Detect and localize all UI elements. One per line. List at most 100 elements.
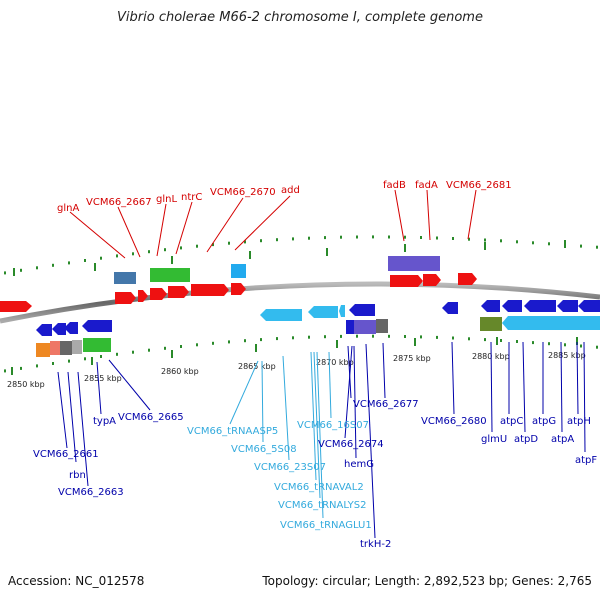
- gene-label[interactable]: VCM66_2680: [421, 416, 487, 427]
- rna-label[interactable]: VCM66_23S07: [254, 462, 326, 473]
- feature-block[interactable]: [231, 264, 246, 278]
- scale-dot: [516, 240, 518, 244]
- gene-label[interactable]: VCM66_2665: [118, 412, 184, 423]
- feature-block[interactable]: [60, 341, 72, 355]
- gene-label[interactable]: VCM66_2663: [58, 487, 124, 498]
- scale-dot: [436, 335, 438, 339]
- chromosome-backbone: [0, 281, 600, 324]
- gene-label[interactable]: VCM66_2681: [446, 180, 512, 191]
- rna-label[interactable]: VCM66_5S08: [231, 444, 297, 455]
- map-title: Vibrio cholerae M66-2 chromosome I, comp…: [117, 10, 483, 25]
- feature-block[interactable]: [36, 343, 50, 357]
- rna-label[interactable]: VCM66_tRNALYS2: [278, 500, 366, 511]
- gene-arrow[interactable]: [82, 320, 112, 332]
- scale-dot: [484, 238, 486, 242]
- gene-label[interactable]: VCM66_2670: [210, 187, 276, 198]
- gene-label[interactable]: fadB: [383, 180, 406, 191]
- scale-dot: [116, 254, 118, 258]
- gene-label[interactable]: glnL: [156, 194, 177, 205]
- gene-arrow[interactable]: [557, 300, 578, 312]
- gene-label[interactable]: VCM66_2674: [318, 439, 384, 450]
- feature-block[interactable]: [50, 341, 60, 355]
- feature-block[interactable]: [150, 268, 190, 282]
- gene-arrow[interactable]: [115, 292, 136, 304]
- gene-label[interactable]: ntrC: [181, 192, 202, 203]
- gene-arrow[interactable]: [502, 300, 522, 312]
- gene-arrow[interactable]: [52, 323, 66, 335]
- scale-dot: [340, 235, 342, 239]
- gene-label[interactable]: trkH-2: [360, 539, 391, 550]
- scale-label: 2855 kbp: [84, 374, 122, 383]
- gene-label[interactable]: atpF: [575, 455, 597, 466]
- gene-label[interactable]: hemG: [344, 459, 374, 470]
- feature-block[interactable]: [354, 320, 376, 334]
- rna-label[interactable]: VCM66_tRNAASP5: [187, 426, 278, 437]
- scale-label: 2885 kbp: [548, 351, 586, 360]
- gene-label[interactable]: rbn: [69, 470, 86, 481]
- scale-dot: [580, 244, 582, 248]
- scale-dot: [324, 335, 326, 339]
- scale-dot: [532, 341, 534, 345]
- gene-arrow[interactable]: [36, 324, 52, 336]
- gene-label[interactable]: VCM66_16S07: [297, 420, 369, 431]
- scale-dot: [372, 334, 374, 338]
- gene-arrow[interactable]: [64, 322, 78, 334]
- scale-dot: [244, 339, 246, 343]
- gene-arrow[interactable]: [168, 286, 189, 298]
- gene-arrow[interactable]: [138, 290, 148, 302]
- gene-arrow[interactable]: [578, 300, 600, 312]
- gene-arrow[interactable]: [231, 283, 246, 295]
- scale-dot: [196, 244, 198, 248]
- scale-dot: [388, 235, 390, 239]
- gene-arrow[interactable]: [349, 304, 375, 316]
- gene-label[interactable]: atpD: [514, 434, 538, 445]
- feature-block[interactable]: [480, 317, 502, 331]
- gene-label[interactable]: glnA: [57, 203, 79, 214]
- gene-label[interactable]: atpA: [551, 434, 574, 445]
- rna-label[interactable]: VCM66_tRNAVAL2: [274, 482, 364, 493]
- scale-dot: [52, 263, 54, 267]
- scale-dot: [36, 364, 38, 368]
- scale-ticks: [11, 240, 578, 375]
- gene-label[interactable]: atpH: [567, 416, 591, 427]
- gene-label[interactable]: atpC: [500, 416, 523, 427]
- gene-arrow[interactable]: [308, 306, 338, 318]
- gene-arrow[interactable]: [442, 302, 458, 314]
- scale-dot: [212, 341, 214, 345]
- gene-arrow[interactable]: [260, 309, 302, 321]
- scale-dot: [180, 246, 182, 250]
- rna-label[interactable]: VCM66_tRNAGLU1: [280, 520, 372, 531]
- gene-arrow[interactable]: [0, 301, 32, 312]
- gene-arrow[interactable]: [390, 275, 423, 287]
- bottom-label-connectors: [57, 341, 586, 539]
- feature-block[interactable]: [388, 256, 440, 271]
- scale-dot: [196, 343, 198, 347]
- scale-dot: [132, 252, 134, 256]
- gene-arrow[interactable]: [524, 300, 556, 312]
- feature-block[interactable]: [83, 338, 111, 352]
- feature-block[interactable]: [346, 320, 354, 334]
- gene-arrow[interactable]: [458, 273, 477, 285]
- gene-label[interactable]: VCM66_2661: [33, 449, 99, 460]
- feature-block[interactable]: [114, 272, 136, 284]
- gene-label[interactable]: fadA: [415, 180, 438, 191]
- gene-arrow[interactable]: [423, 274, 441, 286]
- scale-dot: [164, 248, 166, 252]
- gene-label[interactable]: atpG: [532, 416, 556, 427]
- gene-arrow[interactable]: [502, 316, 600, 330]
- gene-label[interactable]: add: [281, 185, 300, 196]
- gene-arrow[interactable]: [481, 300, 500, 312]
- scale-dot: [68, 261, 70, 265]
- scale-dot: [164, 346, 166, 350]
- gene-arrow[interactable]: [191, 284, 229, 296]
- gene-label[interactable]: typA: [93, 416, 116, 427]
- gene-arrow[interactable]: [150, 288, 167, 300]
- feature-block[interactable]: [376, 319, 388, 333]
- gene-arrow[interactable]: [339, 305, 345, 317]
- gene-label[interactable]: VCM66_2677: [353, 399, 419, 410]
- gene-label[interactable]: glmU: [481, 434, 507, 445]
- gene-label[interactable]: VCM66_2667: [86, 197, 152, 208]
- feature-block[interactable]: [72, 340, 82, 354]
